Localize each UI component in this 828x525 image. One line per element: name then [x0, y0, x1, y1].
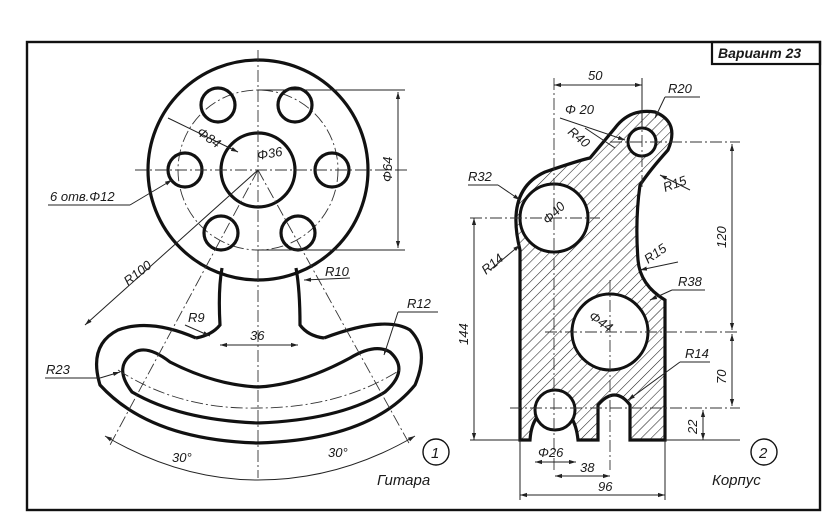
dim-r12: R12: [407, 296, 432, 311]
dim-r38: R38: [678, 274, 703, 289]
housing-body: [514, 109, 674, 442]
dim-d84: Φ84: [194, 124, 223, 151]
dim-h120: 120: [714, 226, 729, 248]
dim-six-holes: 6 отв.Φ12: [50, 189, 115, 204]
dim-d26: Φ26: [538, 445, 564, 460]
dim-angle-right: 30°: [328, 445, 348, 460]
dim-r14-left: R14: [478, 250, 506, 277]
dim-r32: R32: [468, 169, 493, 184]
dim-d64: Φ64: [380, 157, 395, 182]
guitar-arm-outer: [95, 322, 423, 445]
part2-caption: Корпус: [712, 472, 761, 489]
part2-number: 2: [758, 445, 768, 462]
part2-number-circle: [750, 438, 778, 466]
part1-number-circle: [422, 438, 450, 466]
part2-housing-drawing: [468, 78, 778, 500]
dim-r100: R100: [121, 257, 155, 288]
dim-r23: R23: [46, 362, 71, 377]
dim-r15-mid: R15: [641, 240, 670, 266]
dim-r9: R9: [188, 310, 205, 325]
guitar-arm-slot: [121, 347, 401, 425]
variant-label: Вариант 23: [718, 45, 801, 61]
dim-h144: 144: [456, 323, 471, 345]
dim-w96: 96: [598, 479, 613, 494]
dim-w36: 36: [250, 328, 265, 343]
dim-h22: 22: [685, 419, 700, 435]
housing-hole-bottom: [533, 388, 577, 432]
drawing-frame: [25, 40, 822, 512]
variant-stamp: Вариант 23: [710, 40, 822, 66]
dim-r15-top: R15: [661, 172, 689, 195]
part1-number: 1: [431, 445, 439, 462]
dim-d36: Φ36: [256, 144, 284, 163]
dim-d20: Φ 20: [565, 102, 595, 117]
dim-w50: 50: [588, 68, 603, 83]
dim-angle-left: 30°: [172, 450, 192, 465]
dim-h70: 70: [714, 369, 729, 384]
dim-r14-right: R14: [685, 346, 709, 361]
dim-r20: R20: [668, 81, 693, 96]
dim-r10: R10: [325, 264, 350, 279]
part1-caption: Гитара: [377, 472, 430, 489]
dim-w38: 38: [580, 460, 595, 475]
part1-guitar-drawing: [45, 50, 450, 481]
